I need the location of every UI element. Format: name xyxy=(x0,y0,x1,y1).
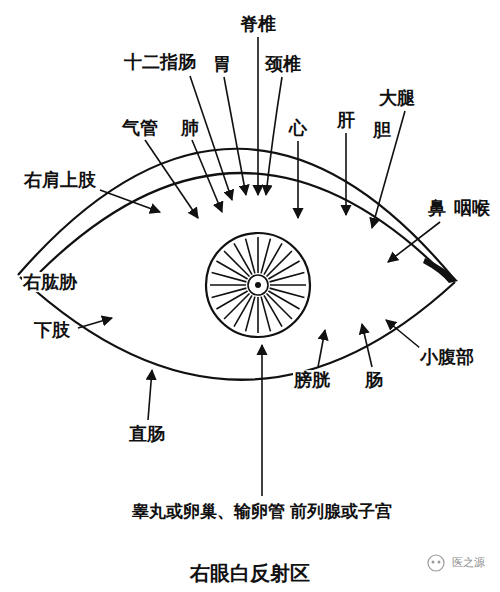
iris-spoke xyxy=(268,261,299,279)
leader-arrow xyxy=(190,76,232,200)
iris-spoke xyxy=(270,284,306,286)
organ-label: 颈椎 xyxy=(264,54,302,74)
caption: 右眼白反射区 xyxy=(189,562,311,584)
organ-label: 睾丸或卵巢、输卵管 前列腺或子宫 xyxy=(131,502,394,521)
organ-label: 胆 xyxy=(372,120,392,140)
iris-spoke xyxy=(270,273,305,282)
watermark: 医之源 xyxy=(451,557,486,569)
iris-ring xyxy=(206,233,310,337)
watermark-icon xyxy=(428,555,444,571)
organ-label: 小腹部 xyxy=(419,347,475,367)
leader-arrow xyxy=(297,141,299,218)
leader-arrow xyxy=(372,111,405,228)
leader-arrow xyxy=(318,330,325,367)
iris-spoke xyxy=(212,273,247,282)
leader-arrow xyxy=(345,133,347,215)
organ-label: 大腿 xyxy=(378,88,416,108)
leader-arrow xyxy=(266,77,282,195)
iris-spokes xyxy=(210,237,306,333)
organ-label: 胃 xyxy=(212,54,232,74)
leader-arrow xyxy=(148,370,152,420)
watermark-icon xyxy=(438,561,441,564)
watermark-icon xyxy=(432,561,435,564)
leader-arrow xyxy=(224,77,246,195)
organ-label: 膀胱 xyxy=(293,370,331,390)
organ-label: 脊椎 xyxy=(239,14,277,34)
organ-label: 肝 xyxy=(336,110,356,130)
iris-spoke xyxy=(246,297,255,332)
iris-spoke xyxy=(270,288,305,297)
leader-arrow xyxy=(386,320,420,348)
pupil-ring xyxy=(248,275,268,295)
iris-spoke xyxy=(264,295,282,326)
leader-arrow xyxy=(145,140,198,218)
iris xyxy=(206,233,310,337)
organ-label: 十二指肠 xyxy=(123,52,197,72)
organ-label: 咽喉 xyxy=(453,198,491,218)
leader-arrows xyxy=(78,37,440,496)
organ-label: 右肩上肢 xyxy=(23,170,97,190)
organ-label: 直肠 xyxy=(128,424,166,444)
leader-arrow xyxy=(100,190,160,212)
iris-spoke xyxy=(246,239,255,274)
organ-label: 肠 xyxy=(364,370,384,390)
iris-spoke xyxy=(210,284,246,286)
iris-spoke xyxy=(261,239,270,274)
organ-label: 心 xyxy=(288,118,308,138)
leader-arrow xyxy=(388,222,440,262)
watermark-icon xyxy=(428,555,444,571)
organ-label: 下肢 xyxy=(33,320,71,340)
iris-spoke xyxy=(234,243,252,274)
iris-spoke xyxy=(261,297,270,332)
iris-spoke xyxy=(257,237,259,273)
leader-arrow xyxy=(78,318,112,328)
leader-arrow xyxy=(192,140,222,212)
organ-label: 气管 xyxy=(121,118,159,138)
pupil xyxy=(255,282,261,288)
eye-outline xyxy=(18,149,455,380)
organ-label: 肺 xyxy=(180,118,200,138)
organ-label: 右肱胁 xyxy=(22,272,78,292)
iris-spoke xyxy=(212,288,247,297)
leader-arrow xyxy=(362,324,372,367)
leader-arrow xyxy=(257,37,259,195)
eye-corner xyxy=(423,258,458,283)
organ-label: 鼻 xyxy=(427,198,447,218)
leader-arrow xyxy=(261,345,263,496)
iris-spoke xyxy=(257,297,259,333)
iris-spoke xyxy=(216,291,247,309)
